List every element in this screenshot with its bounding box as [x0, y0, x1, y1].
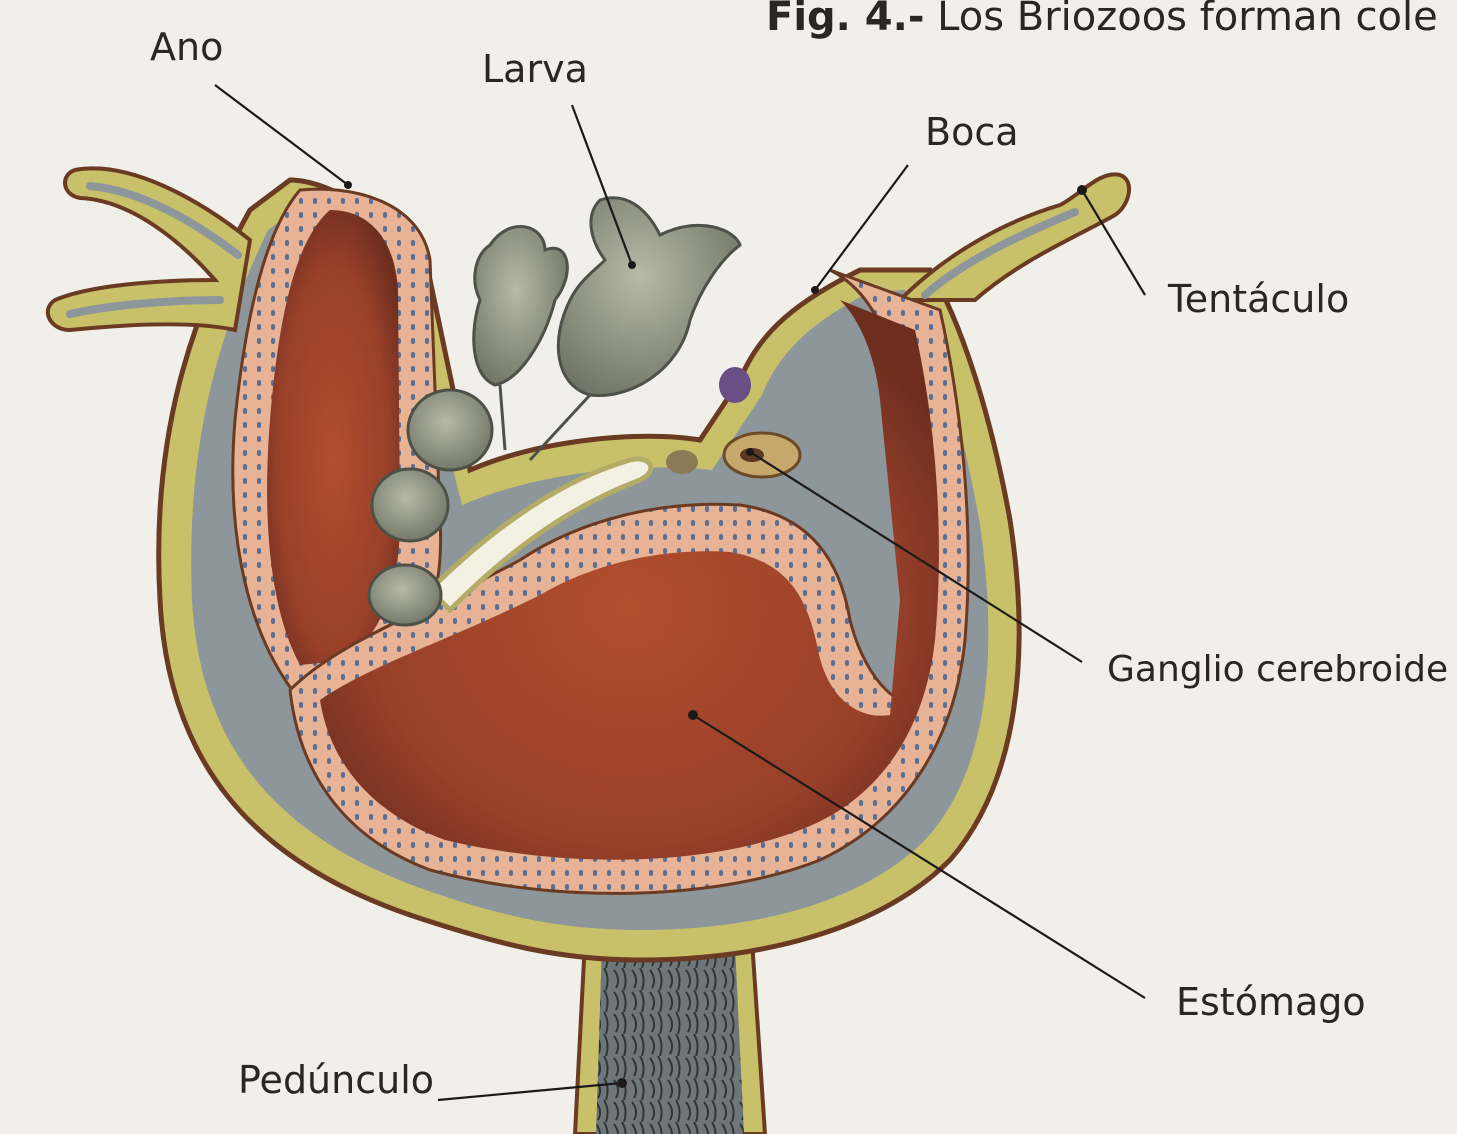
right-tentacle-shape: [900, 174, 1129, 300]
figure-number: Fig. 4.-: [766, 0, 924, 40]
figure-caption: Fig. 4.- Los Briozoos forman cole: [766, 0, 1438, 40]
leader-dot-larva: [628, 261, 636, 269]
leader-dot-ganglio: [746, 448, 754, 456]
left-tentacle-shape: [48, 168, 250, 330]
label-tentaculo: Tentáculo: [1167, 277, 1349, 321]
figure-caption-text: Los Briozoos forman cole: [937, 0, 1438, 40]
label-boca: Boca: [925, 110, 1019, 154]
peduncle-shape: [575, 940, 765, 1134]
label-pedunculo: Pedúnculo: [238, 1058, 434, 1102]
label-ganglio-cerebroide: Ganglio cerebroide: [1107, 649, 1448, 690]
label-larva: Larva: [482, 47, 588, 91]
leader-dot-boca: [811, 286, 819, 294]
label-estomago: Estómago: [1176, 980, 1366, 1024]
leader-dot-estomago: [688, 710, 698, 720]
leader-dot-ano: [344, 181, 352, 189]
label-ano: Ano: [150, 25, 223, 69]
leader-dot-tentaculo: [1077, 185, 1087, 195]
leader-dot-pedunculo: [617, 1078, 627, 1088]
leader-ano: [215, 85, 348, 185]
